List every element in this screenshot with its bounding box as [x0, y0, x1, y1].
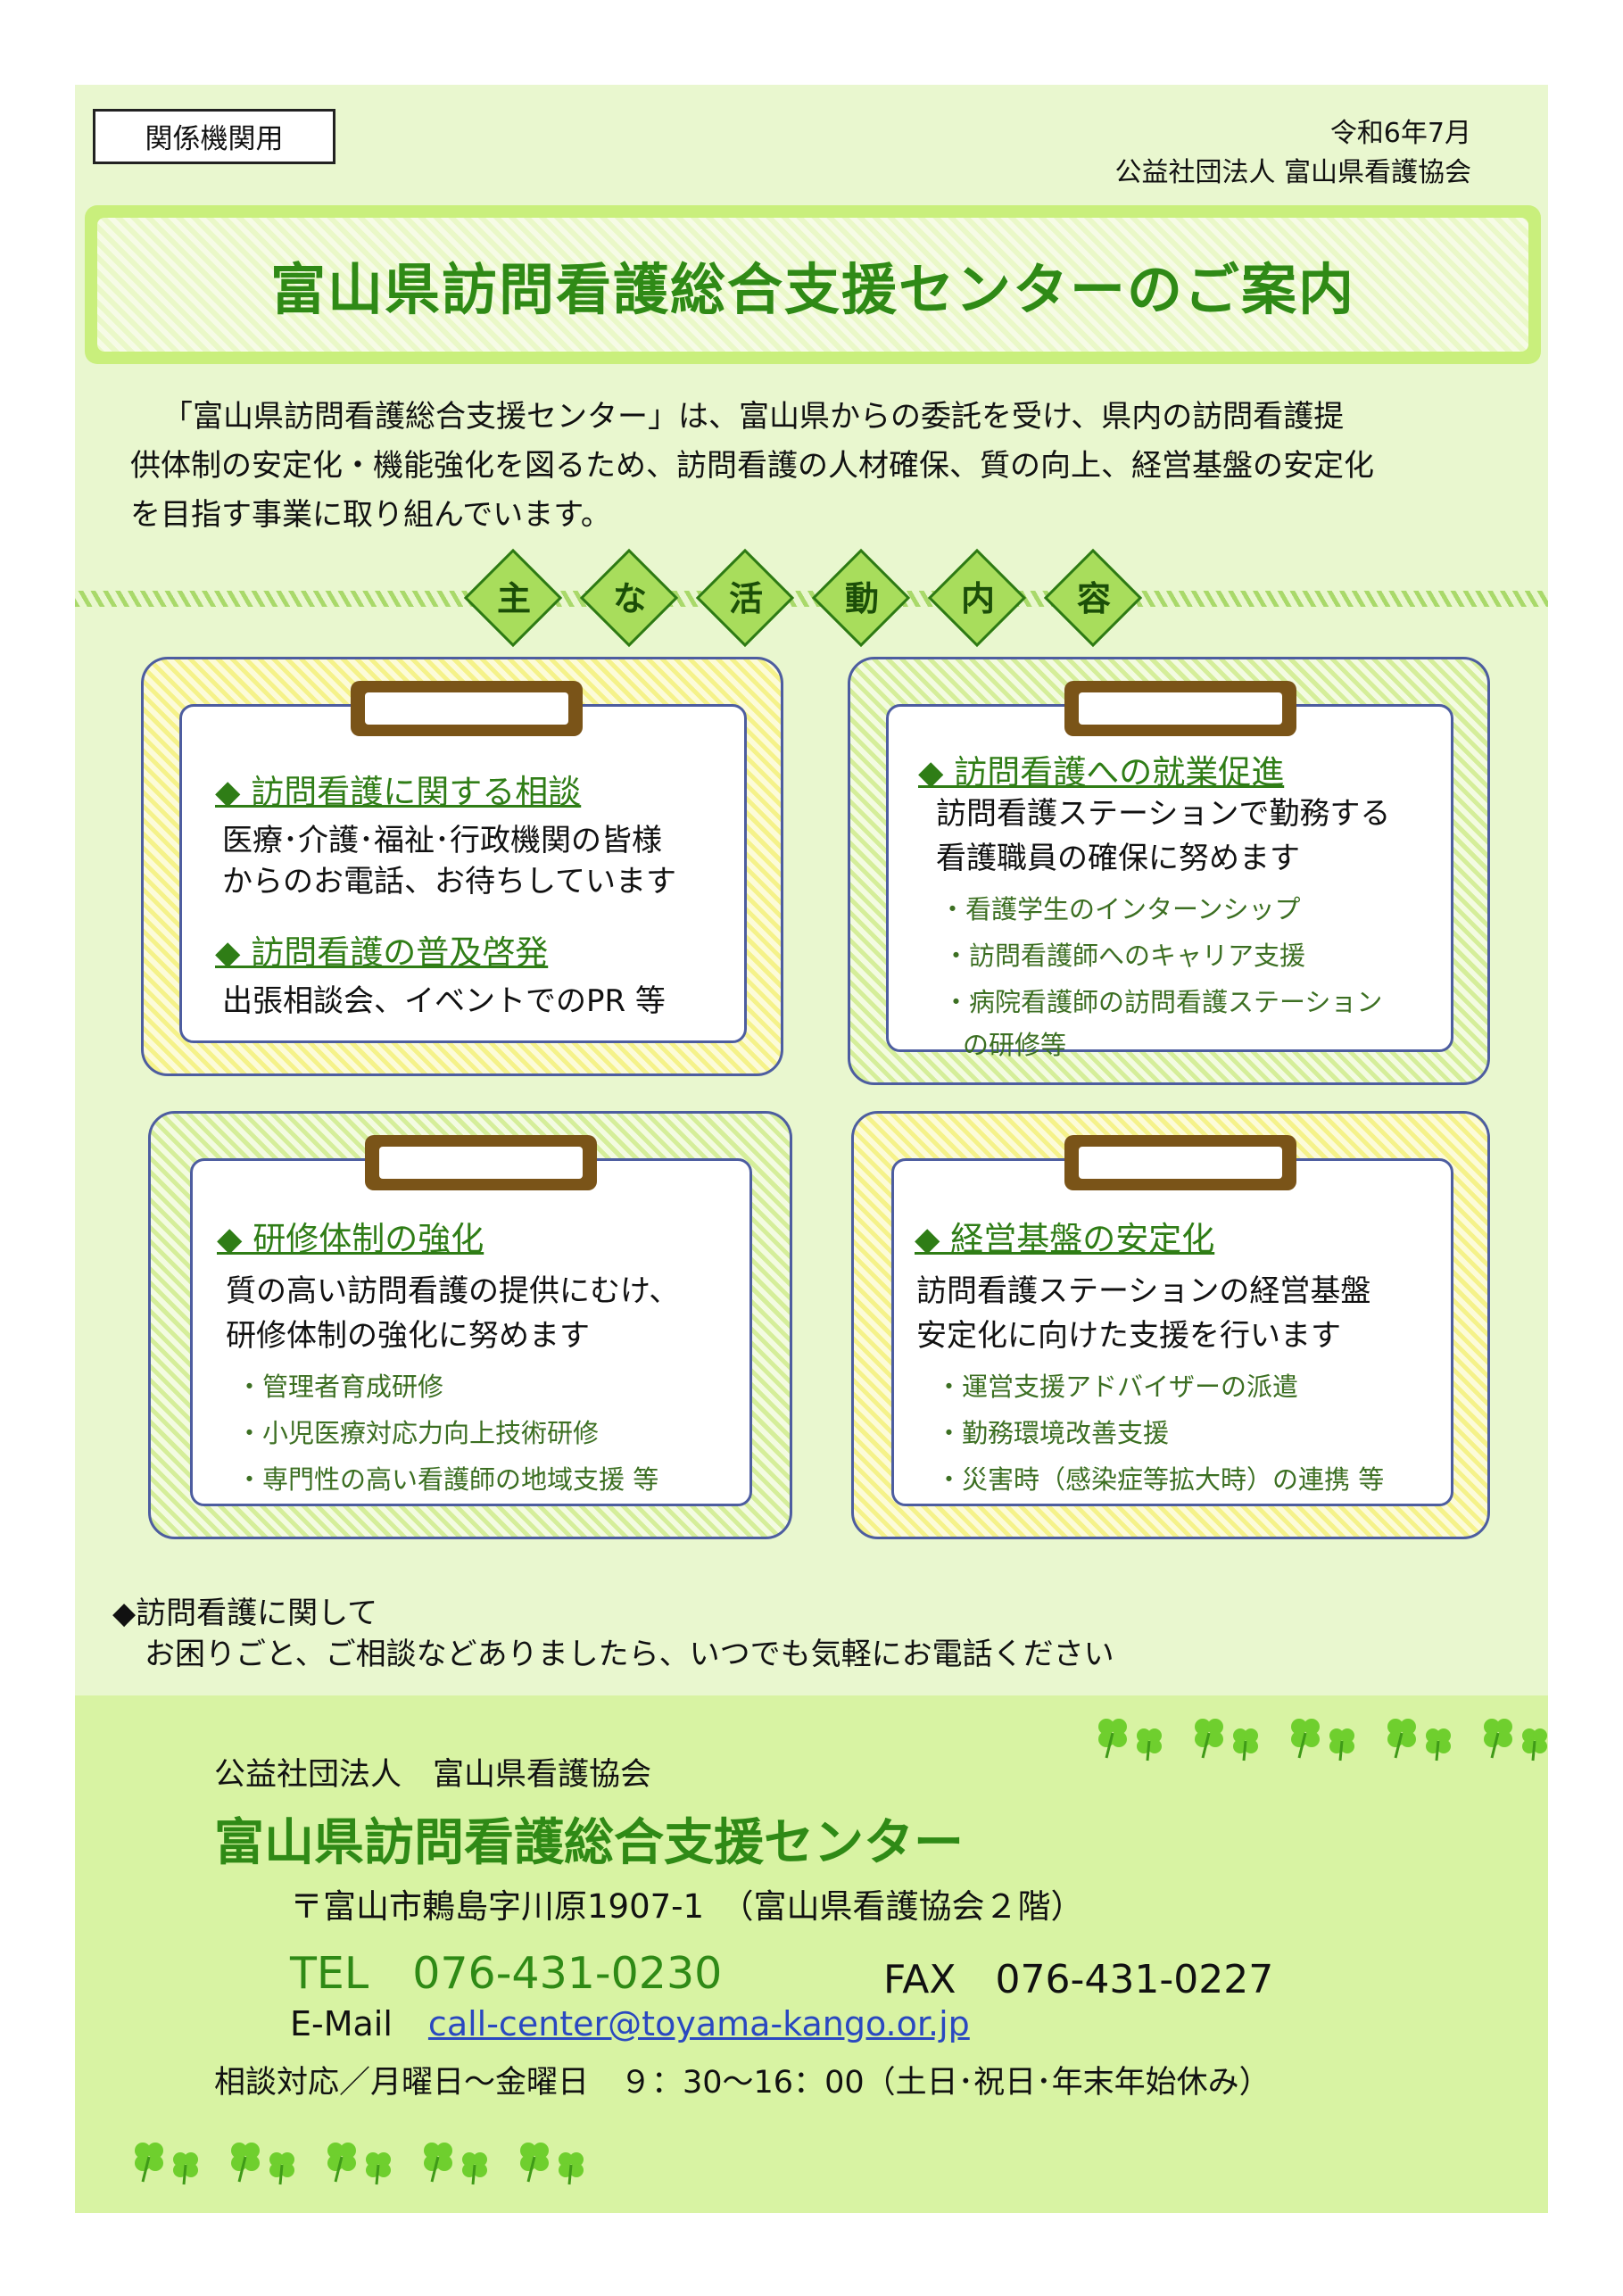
activity-card-training: ◆ 研修体制の強化 質の高い訪問看護の提供にむけ、 研修体制の強化に努めます ・… — [148, 1111, 792, 1539]
heading-char: な — [612, 579, 647, 618]
card-body-line: 訪問看護ステーションで勤務する — [936, 796, 1391, 832]
clover-decoration-top — [1089, 1709, 1554, 1762]
note-text: お困りごと、ご相談などありましたら、いつでも気軽にお電話ください — [145, 1637, 1114, 1672]
clover-icon — [327, 2143, 391, 2185]
phone-number: TEL 076-431-0230 — [290, 1948, 723, 1999]
card-body-line: 医療･介護･福祉･行政機関の皆様 — [222, 823, 662, 858]
title-banner: 富山県訪問看護総合支援センターのご案内 — [85, 205, 1541, 364]
card-body-line: 質の高い訪問看護の提供にむけ、 — [226, 1273, 680, 1309]
card-list-item: ・勤務環境改善支援 — [936, 1418, 1170, 1448]
heading-diamond: 活 — [695, 548, 796, 649]
address: 〒富山市鶇島字川原1907-1 （富山県看護協会２階） — [290, 1887, 1084, 1926]
card-body-line: 安定化に向けた支援を行います — [916, 1318, 1341, 1354]
card-list-item: ・管理者育成研修 — [236, 1372, 444, 1402]
email-link[interactable]: call-center@toyama-kango.or.jp — [427, 2004, 970, 2043]
heading-diamond: 主 — [463, 548, 564, 649]
card-panel — [891, 1158, 1453, 1506]
clover-icon — [1098, 1719, 1162, 1761]
clover-icon — [135, 2143, 198, 2185]
issue-info: 令和6年7月 公益社団法人 富山県看護協会 — [1114, 114, 1471, 193]
card-heading: ◆ 研修体制の強化 — [217, 1220, 484, 1258]
audience-tag: 関係機関用 — [93, 109, 335, 164]
email-row: E-Mail call-center@toyama-kango.or.jp — [290, 2004, 970, 2043]
issuer-name: 公益社団法人 富山県看護協会 — [1114, 157, 1471, 188]
heading-char: 活 — [728, 579, 763, 618]
card-panel — [179, 704, 747, 1043]
contact-note: ◆訪問看護に関して お困りごと、ご相談などありましたら、いつでも気軽にお電話くだ… — [112, 1593, 1114, 1675]
card-body-line: 訪問看護ステーションの経営基盤 — [916, 1273, 1371, 1309]
activity-card-management: ◆ 経営基盤の安定化 訪問看護ステーションの経営基盤 安定化に向けた支援を行いま… — [851, 1111, 1490, 1539]
clipboard-clip — [351, 681, 583, 736]
card-body-line: 研修体制の強化に努めます — [226, 1318, 590, 1354]
card-list-item: の研修等 — [963, 1030, 1067, 1060]
heading-diamond: 内 — [927, 548, 1028, 649]
card-list-item: ・訪問看護師へのキャリア支援 — [943, 941, 1306, 971]
clover-icon — [424, 2143, 487, 2185]
card-heading: ◆ 訪問看護に関する相談 — [215, 773, 582, 811]
activity-card-employment: ◆ 訪問看護への就業促進 訪問看護ステーションで勤務する 看護職員の確保に努めま… — [848, 657, 1490, 1085]
fax-number: FAX 076-431-0227 — [883, 1957, 1274, 2002]
card-heading: ◆ 経営基盤の安定化 — [915, 1220, 1215, 1258]
title-banner-inner: 富山県訪問看護総合支援センターのご案内 — [97, 218, 1528, 352]
section-divider — [75, 591, 1548, 607]
clover-decoration-bottom — [125, 2133, 591, 2186]
issue-date: 令和6年7月 — [1329, 118, 1471, 149]
card-body-line: からのお電話、お待ちしています — [222, 864, 676, 899]
clipboard-clip — [365, 1135, 597, 1190]
intro-text: 「富山県訪問看護総合支援センター」は、富山県からの委託を受け、県内の訪問看護提 … — [130, 393, 1519, 540]
heading-char: 動 — [844, 579, 879, 618]
page-title: 富山県訪問看護総合支援センターのご案内 — [269, 257, 1355, 322]
card-list-item: ・小児医療対応力向上技術研修 — [236, 1418, 600, 1448]
clipboard-clip — [1064, 681, 1296, 736]
intro-line: を目指す事業に取り組んでいます。 — [130, 497, 611, 533]
activity-card-consultation: ◆ 訪問看護に関する相談 医療･介護･福祉･行政機関の皆様 からのお電話、お待ち… — [141, 657, 783, 1076]
org-name: 公益社団法人 富山県看護協会 — [214, 1757, 652, 1793]
heading-diamond: 容 — [1043, 548, 1144, 649]
card-list-item: ・看護学生のインターンシップ — [940, 894, 1301, 924]
card-body-line: 出張相談会、イベントでのPR 等 — [222, 983, 666, 1019]
clover-icon — [231, 2143, 294, 2185]
email-label: E-Mail — [290, 2004, 393, 2043]
heading-diamond: 動 — [811, 548, 912, 649]
card-list-item: ・災害時（感染症等拡大時）の連携 等 — [936, 1464, 1385, 1495]
contact-footer — [75, 1695, 1548, 2213]
intro-line: 「富山県訪問看護総合支援センター」は、富山県からの委託を受け、県内の訪問看護提 — [162, 399, 1345, 435]
heading-char: 容 — [1076, 579, 1111, 618]
clover-icon — [520, 2143, 584, 2185]
office-hours: 相談対応／月曜日～金曜日 ９：30～16：00（土日･祝日･年末年始休み） — [214, 2065, 1271, 2101]
note-heading: ◆訪問看護に関して — [112, 1596, 378, 1631]
clover-icon — [1484, 1719, 1547, 1761]
card-list-item: ・病院看護師の訪問看護ステーション — [943, 987, 1383, 1017]
heading-char: 内 — [960, 579, 995, 618]
clover-icon — [1291, 1719, 1354, 1761]
card-body-line: 看護職員の確保に努めます — [936, 841, 1300, 876]
card-heading: ◆ 訪問看護への就業促進 — [918, 753, 1285, 792]
card-panel — [886, 704, 1453, 1052]
clover-icon — [1195, 1719, 1258, 1761]
intro-line: 供体制の安定化・機能強化を図るため、訪問看護の人材確保、質の向上、経営基盤の安定… — [130, 448, 1374, 484]
card-panel — [190, 1158, 752, 1506]
card-heading: ◆ 訪問看護の普及啓発 — [215, 933, 549, 972]
heading-diamond: な — [579, 548, 680, 649]
card-list-item: ・運営支援アドバイザーの派遣 — [936, 1372, 1299, 1402]
clipboard-clip — [1064, 1135, 1296, 1190]
card-list-item: ・専門性の高い看護師の地域支援 等 — [236, 1464, 659, 1495]
heading-char: 主 — [496, 579, 531, 618]
clover-icon — [1387, 1719, 1451, 1761]
center-name: 富山県訪問看護総合支援センター — [214, 1814, 964, 1872]
